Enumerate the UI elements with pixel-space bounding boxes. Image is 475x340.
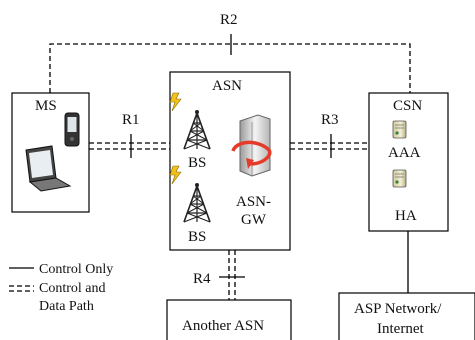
ha-server-icon — [392, 169, 407, 188]
ha-label: HA — [395, 208, 417, 224]
ms-label: MS — [35, 98, 57, 114]
bs-bottom-label: BS — [188, 229, 206, 245]
r2-label: R2 — [220, 12, 238, 28]
laptop-icon — [25, 145, 72, 192]
asp-label-line1: ASP Network/ — [354, 301, 442, 317]
bs-top-label: BS — [188, 155, 206, 171]
asn-gw-server-icon — [231, 114, 272, 177]
r3-link — [290, 134, 369, 158]
asn-gw-label-line2: GW — [241, 212, 267, 228]
aaa-server-icon — [392, 120, 407, 139]
asn-label: ASN — [212, 78, 242, 94]
asp-label-line2: Internet — [377, 321, 424, 337]
r3-label: R3 — [321, 112, 339, 128]
asp-network-box — [338, 292, 475, 340]
legend-control-and-data-line1: Control and — [39, 281, 106, 296]
another-asn-label: Another ASN — [182, 318, 264, 334]
legend: Control Only Control and Data Path — [9, 262, 113, 314]
csn-box — [368, 92, 449, 232]
legend-control-and-data-line2: Data Path — [39, 299, 94, 314]
mobile-phone-icon — [64, 112, 80, 147]
r4-link — [219, 250, 245, 300]
r1-label: R1 — [122, 112, 140, 128]
r2-link — [49, 34, 411, 93]
asn-gw-label-line1: ASN- — [236, 194, 271, 210]
another-asn-box — [166, 299, 292, 340]
r4-label: R4 — [193, 271, 211, 287]
legend-control-only: Control Only — [39, 262, 113, 277]
r1-link — [89, 134, 170, 158]
aaa-label: AAA — [388, 145, 421, 161]
csn-label: CSN — [393, 98, 422, 114]
